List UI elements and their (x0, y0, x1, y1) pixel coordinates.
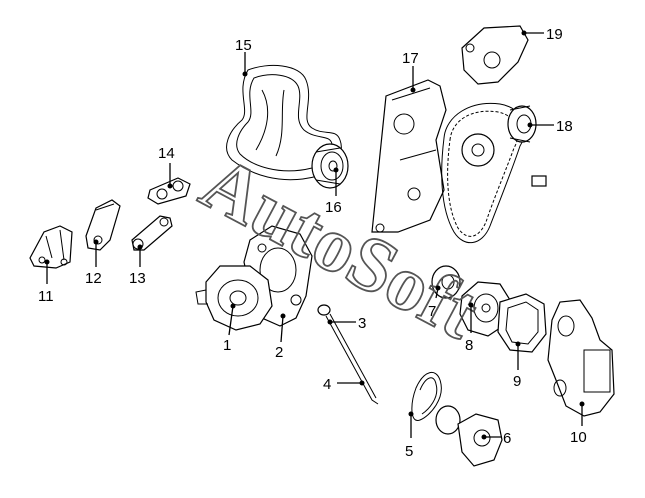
part-5-small-belt (411, 372, 442, 421)
callout-10: 10 (570, 429, 587, 446)
part-9-gasket (497, 293, 547, 353)
part-18-sprocket (507, 105, 537, 143)
part-13-link-arm (131, 215, 173, 251)
callout-8: 8 (465, 337, 473, 354)
callout-1: 1 (223, 337, 231, 354)
callout-12: 12 (85, 270, 102, 287)
callout-2: 2 (275, 344, 283, 361)
callout-7: 7 (428, 303, 436, 320)
timing-chain (441, 102, 547, 243)
part-16-pulley (311, 143, 349, 189)
callout-9: 9 (513, 373, 521, 390)
callout-5: 5 (405, 443, 413, 460)
callout-16: 16 (325, 199, 342, 216)
callout-14: 14 (158, 145, 175, 162)
part-1-pump (195, 265, 273, 331)
callouts: 1 2 3 4 5 6 7 8 9 10 11 12 13 (38, 26, 587, 460)
callout-17: 17 (402, 50, 419, 67)
callout-13: 13 (129, 270, 146, 287)
part-6-pump-assembly (435, 405, 503, 467)
part-12-bracket (85, 199, 121, 251)
part-11-mount (29, 225, 73, 269)
callout-15: 15 (235, 37, 252, 54)
callout-18: 18 (556, 118, 573, 135)
part-17-timing-cover (371, 79, 447, 233)
callout-6: 6 (503, 430, 511, 447)
part-10-thermostat-housing (547, 299, 615, 417)
callout-3: 3 (358, 315, 366, 332)
part-19-upper-bracket (461, 25, 529, 85)
part-3-4-dipstick (317, 304, 379, 405)
callout-19: 19 (546, 26, 563, 43)
callout-4: 4 (323, 376, 331, 393)
part-14-idler-bracket (147, 177, 191, 205)
callout-11: 11 (38, 288, 54, 305)
